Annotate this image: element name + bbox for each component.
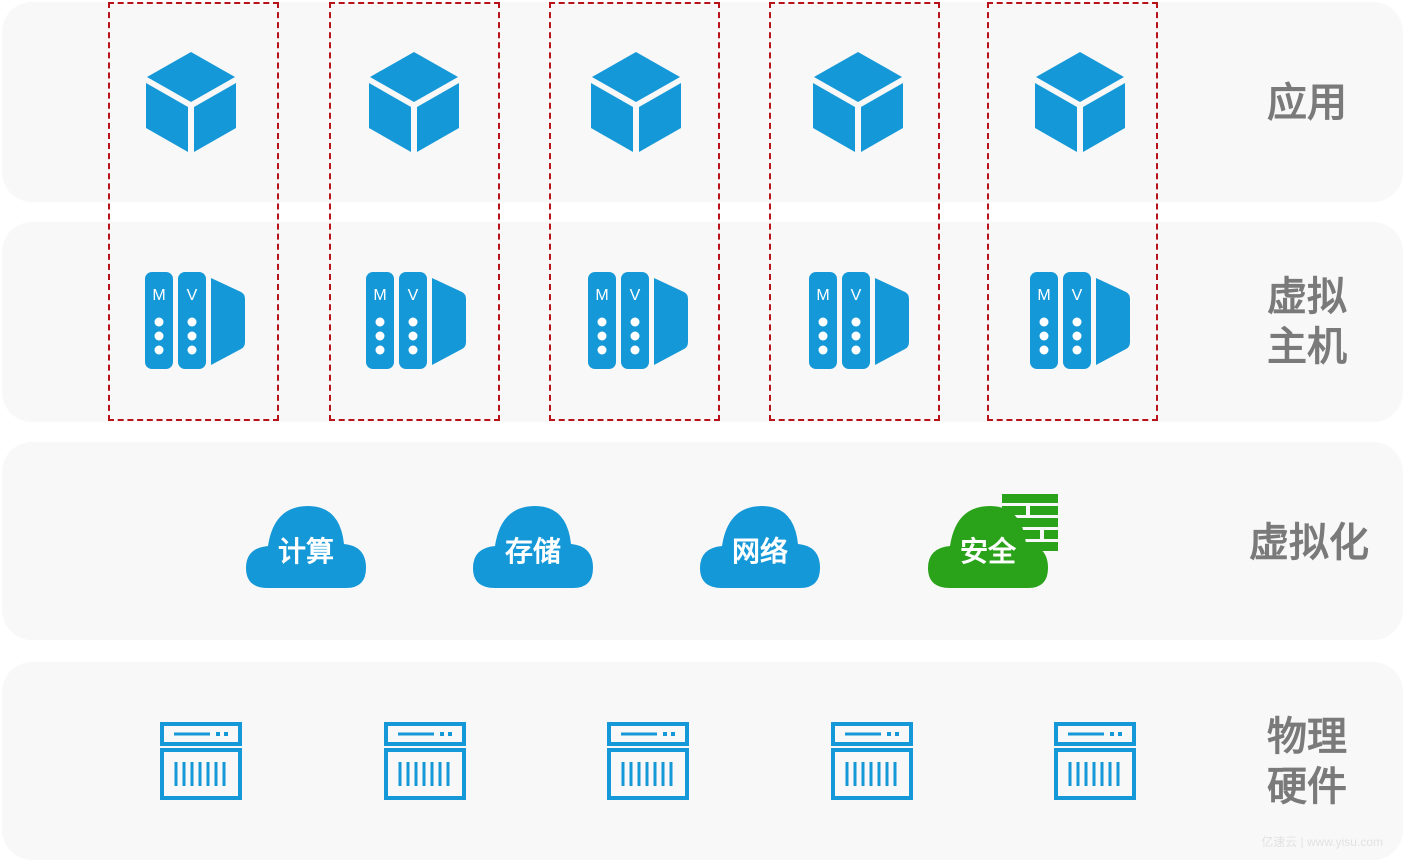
watermark: 亿速云 | www.yisu.com [1261, 835, 1383, 849]
virtual-machine-icon: M V [588, 272, 688, 369]
app-vm-group-box [329, 2, 500, 421]
layer-label-virtualization: 虚拟化 [1249, 520, 1369, 566]
cloud-icon [700, 506, 820, 588]
cube-icon [369, 52, 459, 152]
physical-hardware-layer-band [2, 662, 1403, 860]
vm-badge-v: V [851, 287, 862, 304]
cube-icon [813, 52, 903, 152]
vm-badge-m: M [816, 287, 829, 304]
virtual-machine-icon: M V [366, 272, 466, 369]
vm-badge-v: V [1072, 287, 1083, 304]
virtual-machine-icon: M V [1030, 272, 1130, 369]
cloud-label-security: 安全 [959, 535, 1016, 568]
server-icon [160, 722, 242, 800]
cube-icon [146, 52, 236, 152]
layer-label-application: 应用 [1267, 80, 1347, 126]
cloud-label-compute: 计算 [277, 535, 334, 568]
server-icon [607, 722, 689, 800]
security-cloud-icon [928, 506, 1048, 588]
virtualization-layer-band [2, 442, 1403, 640]
server-icon [1054, 722, 1136, 800]
vm-badge-m: M [373, 287, 386, 304]
vm-badge-v: V [408, 287, 419, 304]
vm-badge-m: M [595, 287, 608, 304]
cloud-icon [246, 506, 366, 588]
virtual-machine-icon: M V [809, 272, 909, 369]
server-icon [384, 722, 466, 800]
layer-label-physical-hardware: 物理 硬件 [1267, 714, 1347, 810]
cloud-label-network: 网络 [731, 535, 788, 568]
vm-badge-m: M [152, 287, 165, 304]
layer-label-virtual-host: 虚拟 主机 [1267, 274, 1347, 370]
virtual-machine-icon: M V [145, 272, 245, 369]
cloud-icon [473, 506, 593, 588]
server-icon [831, 722, 913, 800]
app-vm-group-box [549, 2, 720, 421]
app-vm-group-box [987, 2, 1158, 421]
vm-badge-v: V [630, 287, 641, 304]
vm-badge-v: V [187, 287, 198, 304]
cube-icon [591, 52, 681, 152]
cube-icon [1035, 52, 1125, 152]
app-vm-group-box [108, 2, 279, 421]
app-vm-group-box [769, 2, 940, 421]
cloud-label-storage: 存储 [504, 535, 561, 568]
vm-badge-m: M [1037, 287, 1050, 304]
